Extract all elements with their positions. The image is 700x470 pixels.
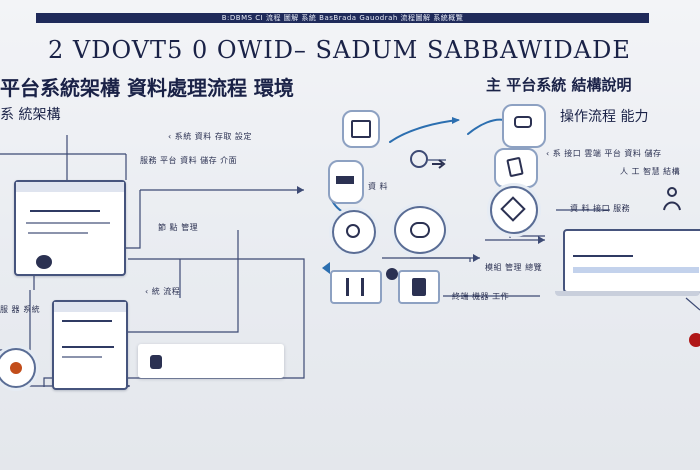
storage-rack-icon — [330, 270, 382, 304]
card-phone-icon — [150, 355, 162, 369]
caption-left: 系 統架構 — [0, 107, 61, 123]
database-disk-icon — [410, 222, 430, 238]
monitor-window — [14, 180, 126, 276]
server-box-icon — [351, 120, 371, 138]
screen-text-line — [573, 255, 633, 257]
subtitle-right: 主 平台系統 結構說明 — [486, 76, 632, 94]
subtitle-left: 平台系統架構 資料處理流程 環境 — [0, 76, 294, 100]
clipboard-sheet-icon — [506, 156, 524, 178]
arrow-link-svg — [432, 159, 446, 169]
arrow-link-icon — [432, 154, 448, 169]
network-icon — [490, 186, 538, 234]
cup-device-icon — [398, 270, 440, 304]
chat-bubble-icon — [502, 104, 546, 148]
chat-box-icon — [514, 116, 532, 128]
tablet-titlebar — [54, 302, 126, 312]
cup-body-icon — [412, 278, 426, 296]
label-interface: ‹ 系 接口 雲端 平台 資料 儲存 — [546, 149, 662, 158]
node-ring-icon — [346, 224, 360, 238]
database-icon — [394, 206, 446, 254]
screen-text-line — [28, 232, 88, 234]
screen-text-line — [30, 210, 100, 212]
label-module: 模組 管理 總覽 — [485, 263, 543, 272]
laptop-base — [555, 291, 700, 296]
small-dot-icon — [386, 268, 398, 280]
page-title: 2 VDOVT5 0 OWID– SADUM SABBAWIDADE — [48, 36, 631, 64]
person-icon — [662, 186, 682, 212]
laptop-screen — [563, 229, 700, 293]
rack-bars-icon — [346, 278, 364, 296]
label-data: 資 料 — [368, 182, 389, 191]
network-diamond-icon — [500, 196, 526, 222]
label-server: 服 器 系統 — [0, 305, 41, 314]
gauge-center-icon — [10, 362, 22, 374]
screen-text-line — [26, 222, 110, 224]
screen-highlight-bar — [573, 267, 699, 273]
server-icon — [342, 110, 380, 148]
alert-dot-icon — [689, 333, 700, 347]
screen-text-line — [62, 346, 114, 348]
screen-text-line — [62, 356, 102, 358]
document-icon — [328, 160, 364, 204]
person-svg — [663, 187, 681, 211]
user-avatar-icon — [36, 255, 52, 269]
label-config: ‹ 系統 資料 存取 設定 — [168, 132, 252, 141]
top-banner: B:DBMS CI 流程 圖解 系統 BasBrada Gauodrah 流程圖… — [36, 13, 649, 23]
label-service: 服務 平台 資料 儲存 介面 — [140, 156, 238, 165]
label-terminal: 終端 機器 工作 — [452, 292, 510, 301]
document-line-icon — [336, 176, 354, 184]
label-ai: 人 工 智慧 結構 — [620, 167, 681, 176]
caption-right: 操作流程 能力 — [560, 109, 649, 125]
node-link-icon — [332, 210, 376, 254]
gauge-icon — [0, 348, 36, 388]
label-node: 節 點 管理 — [158, 223, 199, 232]
label-data-service: 資 料 接口 服務 — [570, 204, 631, 213]
screen-text-line — [62, 320, 112, 322]
label-flow: ‹ 統 流程 — [145, 287, 181, 296]
tablet-device — [52, 300, 128, 390]
info-card — [138, 344, 284, 378]
hub-node-icon — [410, 150, 428, 168]
clipboard-icon — [494, 148, 538, 188]
monitor-titlebar — [16, 182, 124, 192]
